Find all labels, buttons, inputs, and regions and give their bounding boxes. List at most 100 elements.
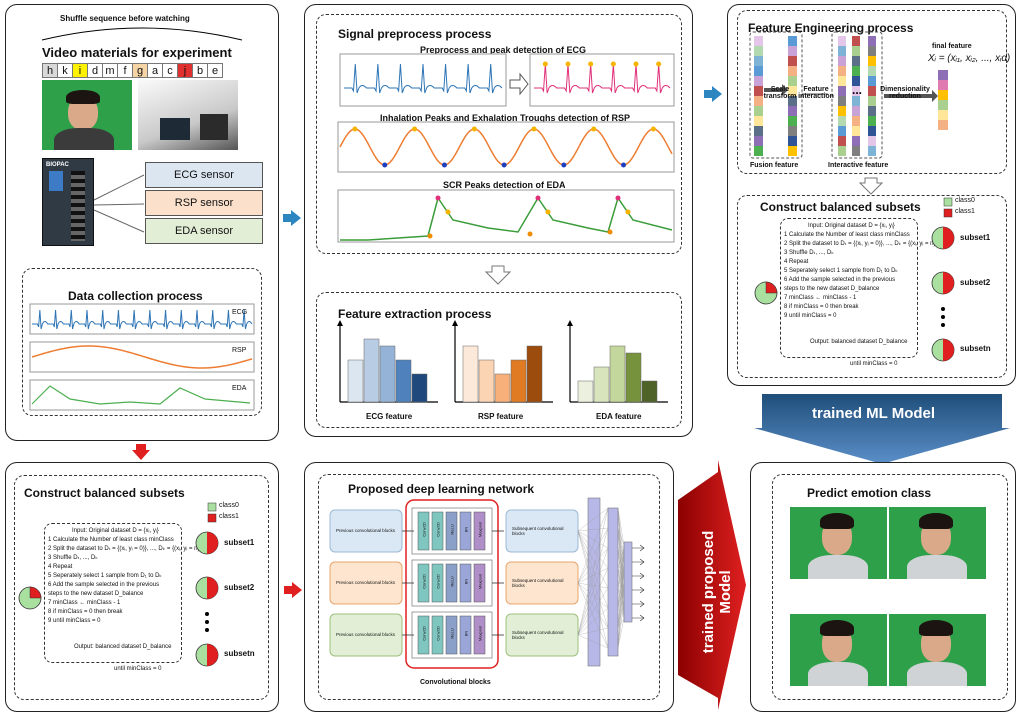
layer-label: Conv2D bbox=[435, 626, 441, 641]
interactive-feature-cell bbox=[838, 46, 846, 56]
rsp-peak-marker bbox=[531, 126, 537, 132]
interactive-feature-cell bbox=[852, 146, 860, 156]
interactive-feature-cell bbox=[868, 36, 876, 46]
interactive-feature-cell bbox=[868, 116, 876, 126]
algorithm-line: 3 Shuffle Dₜ, ..., Dₖ bbox=[784, 250, 834, 256]
feature-bar bbox=[510, 359, 527, 403]
eda-marker bbox=[607, 229, 613, 235]
legend-class1: class1 bbox=[955, 208, 975, 215]
ecg-peak-marker bbox=[656, 61, 662, 67]
feature-bar bbox=[641, 380, 658, 403]
final-feature-cell bbox=[938, 80, 948, 90]
feature-bar bbox=[577, 380, 594, 403]
legend-eda: EDA bbox=[232, 385, 247, 392]
balanced-subsets-title-ml: Construct balanced subsets bbox=[760, 200, 921, 214]
layer-label: ReLU bbox=[449, 628, 455, 639]
layer-label: BN bbox=[463, 578, 469, 585]
fusion-feature-cell bbox=[754, 146, 763, 156]
eda-preprocess-graphic bbox=[337, 189, 675, 243]
subsequent-block-label: Subsequent convolutional blocks bbox=[512, 578, 564, 588]
collected-signals bbox=[29, 303, 255, 411]
fusion-feature-cell bbox=[788, 136, 797, 146]
sequence-item: g bbox=[132, 63, 148, 78]
subset-pies bbox=[18, 502, 219, 667]
lab-photo bbox=[138, 80, 238, 150]
feature-bar bbox=[395, 359, 412, 403]
trained-proposed-model-label: trained proposed Model bbox=[700, 530, 734, 654]
conv-blocks-caption: Convolutional blocks bbox=[420, 679, 491, 686]
algorithm-line: steps to the new dataset D_balance bbox=[48, 591, 144, 597]
algorithm-line: Input: Original dataset D = {xᵢ, yᵢ} bbox=[72, 528, 159, 534]
feature-bar bbox=[609, 345, 626, 403]
fusion-feature-cell bbox=[788, 36, 797, 46]
network-layer bbox=[459, 615, 472, 655]
interactive-feature-cell bbox=[852, 86, 860, 96]
layer-label: Maxpool bbox=[477, 625, 483, 642]
fusion-feature-cell bbox=[754, 96, 763, 106]
network-layer bbox=[473, 563, 486, 603]
fusion-feature-cell bbox=[754, 66, 763, 76]
legend-class0: class0 bbox=[219, 502, 239, 509]
fusion-feature-cell bbox=[788, 86, 797, 96]
svg-text:...: ... bbox=[852, 83, 862, 97]
interactive-feature-cell bbox=[838, 66, 846, 76]
final-feature-cell bbox=[938, 120, 948, 130]
trained-ml-model-label: trained ML Model bbox=[812, 405, 936, 422]
layer-label: ReLU bbox=[449, 524, 455, 535]
feature-bar bbox=[526, 345, 543, 403]
sequence-item: e bbox=[207, 63, 223, 78]
algorithm-until: until minClass = 0 bbox=[850, 361, 898, 367]
subset-label: subset2 bbox=[960, 278, 991, 287]
fusion-feature-cell bbox=[788, 76, 797, 86]
final-feature-cell bbox=[938, 70, 948, 80]
dimensionality-reduction-label: Dimensionality reduction bbox=[880, 86, 930, 100]
network-layer bbox=[431, 563, 444, 603]
final-feature-formula: Xᵢ = (xᵢ₁, xᵢ₂, ..., xᵢd) bbox=[928, 53, 1011, 64]
legend-ecg: ECG bbox=[232, 309, 248, 316]
algorithm-line: steps to the new dataset D_balance bbox=[784, 286, 880, 292]
fusion-feature-cell bbox=[788, 146, 797, 156]
network-layer bbox=[445, 563, 458, 603]
legend-class1: class1 bbox=[219, 513, 239, 520]
interactive-feature-cell bbox=[852, 106, 860, 116]
rsp-peak-marker bbox=[412, 126, 418, 132]
feature-bar bbox=[625, 352, 642, 403]
conv-blocks-highlight bbox=[405, 499, 499, 669]
sequence-item: h bbox=[42, 63, 58, 78]
algorithm-line: 5 Seperately select 1 sample from D₁ to … bbox=[784, 268, 898, 274]
algorithm-line: 1 Calculate the Number of least class mi… bbox=[784, 232, 910, 238]
subsequent-block-label: Subsequent convolutional blocks bbox=[512, 630, 564, 640]
rsp-peak-marker bbox=[591, 126, 597, 132]
algorithm-line: 9 until minClass = 0 bbox=[784, 313, 837, 319]
rsp-trough-marker bbox=[501, 162, 507, 168]
sequence-item: a bbox=[147, 63, 163, 78]
rsp-preprocess-graphic bbox=[337, 121, 675, 173]
feature-bar bbox=[363, 338, 380, 403]
ecg-peak-marker bbox=[588, 61, 594, 67]
algorithm-box bbox=[780, 218, 918, 358]
interactive-feature-cell bbox=[852, 76, 860, 86]
algorithm-line: 5 Seperately select 1 sample from D₁ to … bbox=[48, 573, 162, 579]
ecg-peak-marker bbox=[565, 61, 571, 67]
interactive-feature-cell bbox=[852, 96, 860, 106]
eda-marker bbox=[527, 231, 533, 237]
interactive-feature-cell bbox=[838, 36, 846, 46]
interactive-feature-cell bbox=[868, 46, 876, 56]
previous-block-label: Previous convolutional blocks bbox=[336, 580, 396, 585]
legend-rsp: RSP bbox=[232, 347, 247, 354]
subsequent-block-label: Subsequent convolutional blocks bbox=[512, 526, 564, 536]
rsp-feature-label: RSP feature bbox=[478, 412, 524, 421]
subset-label: subset2 bbox=[224, 583, 255, 592]
network-layer bbox=[445, 511, 458, 551]
algorithm-line: 6 Add the sample selected in the previou… bbox=[48, 582, 160, 588]
interactive-feature-cell bbox=[868, 106, 876, 116]
fusion-feature-cell bbox=[754, 56, 763, 66]
interactive-feature-cell bbox=[868, 56, 876, 66]
down-arrow-preprocess bbox=[484, 265, 512, 285]
fusion-feature-cell bbox=[754, 36, 763, 46]
feature-bar bbox=[347, 359, 364, 403]
fusion-feature-cell bbox=[788, 116, 797, 126]
feature-bar bbox=[494, 373, 511, 403]
layer-label: Maxpool bbox=[477, 573, 483, 590]
fusion-feature-cell bbox=[788, 106, 797, 116]
